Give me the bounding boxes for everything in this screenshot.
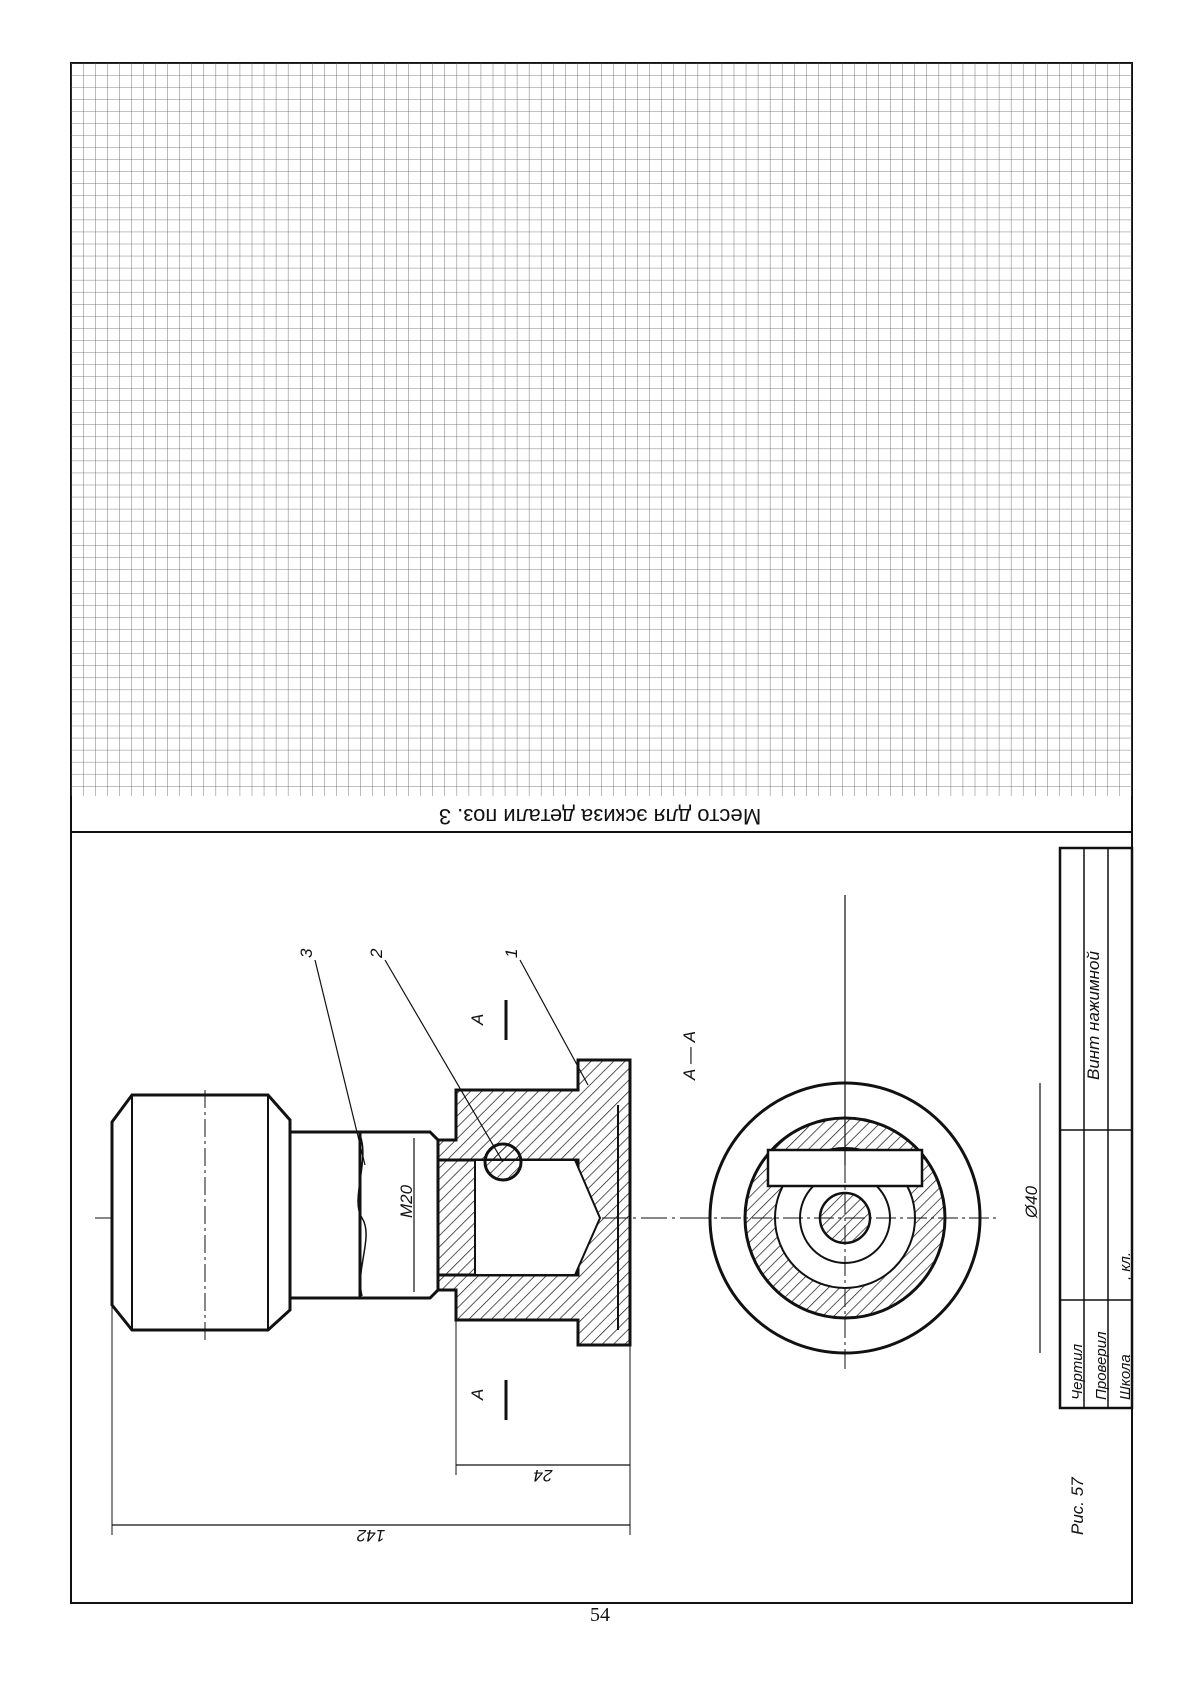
screw-head: [110, 1093, 292, 1332]
leader-2: [384, 959, 504, 1163]
title-block-frame: [1058, 846, 1134, 1410]
body-cavity: [474, 1159, 602, 1276]
title-block-row-checked: Проверил: [1093, 1331, 1110, 1400]
page-number: 54: [590, 1604, 610, 1626]
title-block-class-field: , кл.: [1117, 1252, 1134, 1280]
graph-paper-area: [71, 63, 1132, 796]
title-block-row-school: Школа: [1117, 1354, 1134, 1400]
sketch-area-caption: Место для эскиза детали поз. 3: [439, 804, 761, 829]
position-3: 3: [297, 948, 316, 958]
break-line: [357, 1134, 367, 1297]
thread-dimension: M20: [397, 1184, 416, 1218]
dimension-142: 142: [356, 1526, 385, 1545]
dimension-diameter: Ø40: [1022, 1185, 1041, 1219]
position-1: 1: [502, 949, 521, 958]
dimension-24: 24: [534, 1466, 554, 1485]
screw-neck: [288, 1130, 362, 1300]
figure-caption: Рис. 57: [1068, 1477, 1087, 1535]
section-title: А — А: [680, 1031, 699, 1081]
position-2: 2: [367, 948, 386, 959]
section-marker-bottom: A: [468, 1389, 487, 1401]
title-block: Винт нажимной Чертил Проверил Школа , кл…: [1058, 846, 1134, 1410]
leader-1: [519, 959, 589, 1086]
title-block-title: Винт нажимной: [1084, 951, 1103, 1080]
assembly-drawing: M20 A A 1 2 3 24 142 А — А: [95, 846, 1134, 1545]
title-block-row-drawn: Чертил: [1069, 1343, 1086, 1400]
section-marker-top: A: [468, 1014, 487, 1026]
leader-3: [314, 959, 366, 1166]
